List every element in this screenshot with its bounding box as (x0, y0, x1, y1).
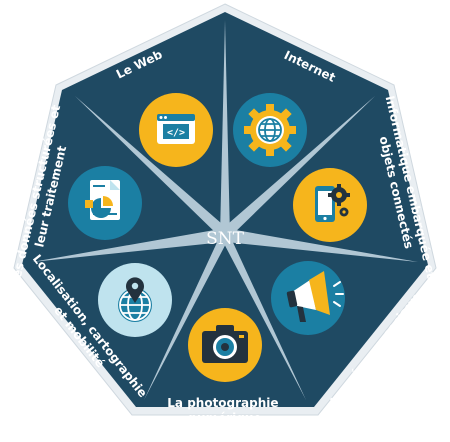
topic-embedded (293, 168, 367, 242)
star-rays (32, 20, 418, 400)
star-ray-left (32, 228, 226, 262)
topic-photo (188, 308, 262, 382)
star-ray-right (224, 228, 418, 262)
megaphone-icon (286, 271, 344, 322)
camera-icon (202, 325, 248, 363)
label-photo: La photographie numérique (167, 396, 282, 425)
label-photo-line1: La photographie (167, 396, 278, 410)
topic-data (68, 166, 142, 240)
svg-text:</>: </> (167, 128, 185, 139)
star-ray-bottom-left (144, 236, 230, 400)
topic-internet (233, 93, 307, 167)
center-label: SNT (206, 229, 245, 249)
star-ray-top (220, 20, 230, 236)
star-ray-top-left (75, 96, 229, 238)
document-chart-icon (85, 180, 120, 220)
topic-social (271, 261, 345, 335)
smartphone-gear-icon (315, 184, 350, 222)
topic-web: </> (139, 93, 213, 167)
browser-code-icon: </> (157, 114, 195, 144)
globe-gear-icon (244, 104, 296, 156)
label-photo-line2: numérique (188, 411, 261, 425)
topic-location (98, 263, 172, 337)
star-ray-top-right (221, 96, 375, 238)
map-pin-globe-icon (118, 277, 152, 322)
star-ray-bottom-right (220, 236, 306, 400)
